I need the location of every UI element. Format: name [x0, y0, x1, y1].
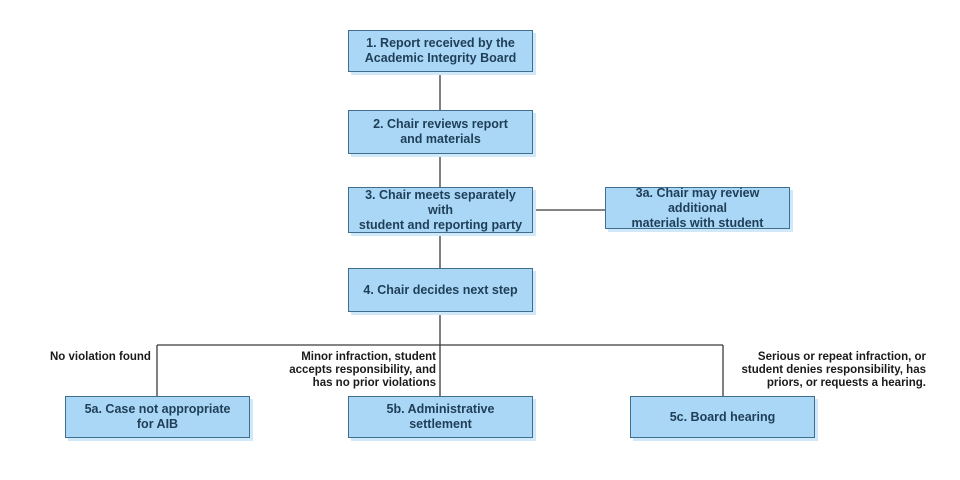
step-5b-box: 5b. Administrative settlement [348, 396, 533, 438]
step-5c-box: 5c. Board hearing [630, 396, 815, 438]
branch-label-no-violation: No violation found [50, 351, 151, 363]
step-1-box: 1. Report received by the Academic Integ… [348, 30, 533, 72]
step-2-box: 2. Chair reviews report and materials [348, 110, 533, 154]
step-3-box: 3. Chair meets separately with student a… [348, 187, 533, 233]
step-5a-box: 5a. Case not appropriate for AIB [65, 396, 250, 438]
step-3a-box: 3a. Chair may review additional material… [605, 186, 790, 230]
branch-label-serious: Serious or repeat infraction, or student… [741, 351, 926, 389]
step-4-box: 4. Chair decides next step [348, 268, 533, 312]
branch-label-minor: Minor infraction, student accepts respon… [289, 351, 436, 389]
